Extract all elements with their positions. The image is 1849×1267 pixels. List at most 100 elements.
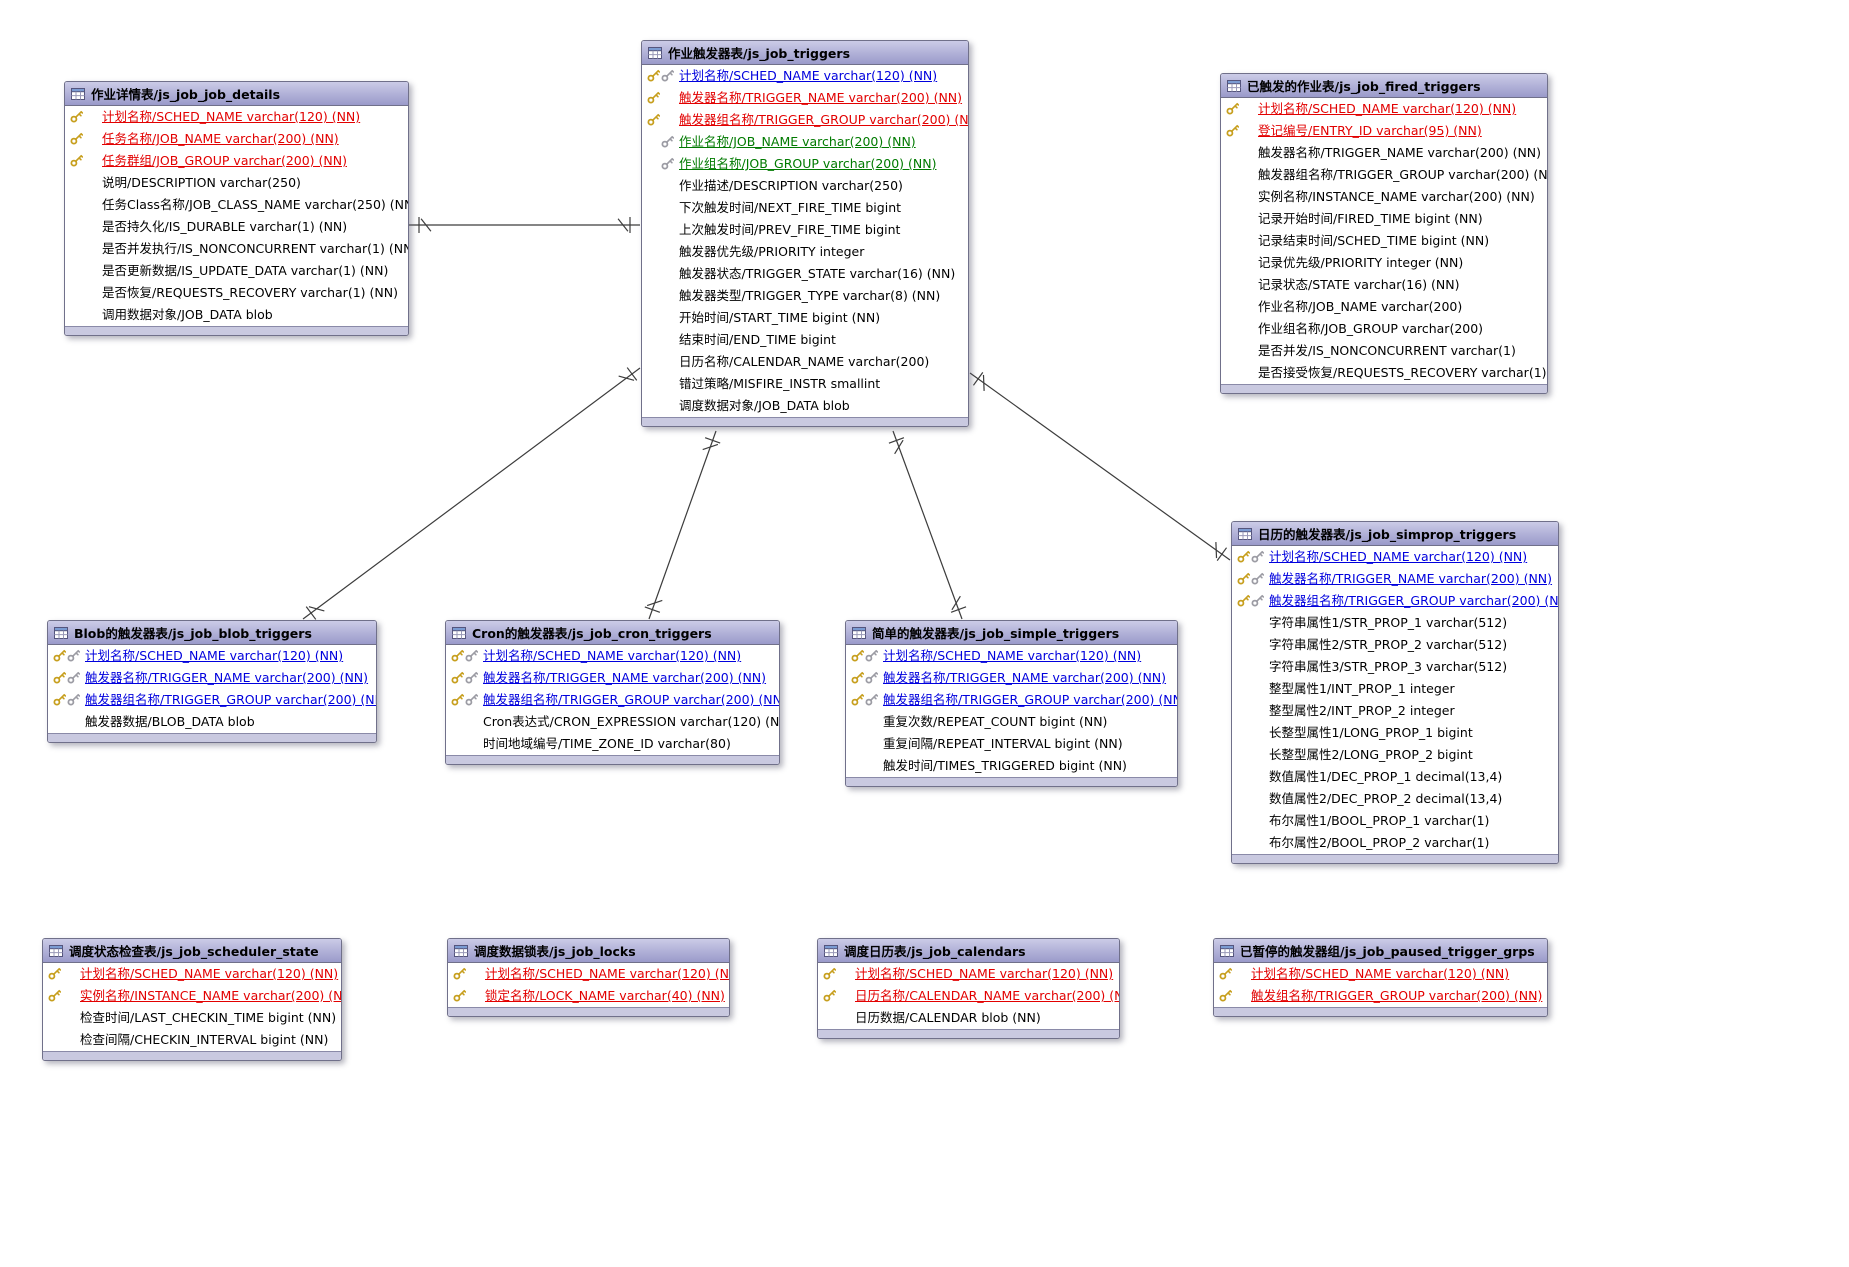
column-text: 整型属性1/INT_PROP_1 integer [1269,681,1455,696]
column-row: 计划名称/SCHED_NAME varchar(120) (NN) [642,65,968,87]
table-title: 已暂停的触发器组/js_job_paused_trigger_grps [1240,944,1535,959]
column-text: 作业组名称/JOB_GROUP varchar(200) [1258,321,1484,336]
column-text: 计划名称/SCHED_NAME varchar(120) (NN) [883,648,1142,663]
primary-key-icon [453,967,466,980]
column-text: 上次触发时间/PREV_FIRE_TIME bigint [679,222,901,237]
column-text: 是否并发执行/IS_NONCONCURRENT varchar(1) (NN) [102,241,408,256]
table-header[interactable]: 作业触发器表/js_job_triggers [642,41,968,65]
column-text: 触发器名称/TRIGGER_NAME varchar(200) (NN) [883,670,1167,685]
table-footer [448,1007,729,1016]
column-row: 数值属性2/DEC_PROP_2 decimal(13,4) [1232,788,1558,810]
column-row: 计划名称/SCHED_NAME varchar(120) (NN) [65,106,408,128]
table-title: 调度数据锁表/js_job_locks [474,944,636,959]
column-row: 计划名称/SCHED_NAME varchar(120) (NN) [48,645,376,667]
relationship-line-segment [308,606,325,612]
column-text: 整型属性2/INT_PROP_2 integer [1269,703,1455,718]
table-columns: 计划名称/SCHED_NAME varchar(120) (NN) 触发器名称/… [1232,546,1558,854]
primary-key-icon [823,989,836,1002]
column-row: 实例名称/INSTANCE_NAME varchar(200) (NN) [43,985,341,1007]
column-row: 任务Class名称/JOB_CLASS_NAME varchar(250) (N… [65,194,408,216]
entity-table-js_job_fired_triggers[interactable]: 已触发的作业表/js_job_fired_triggers 计划名称/SCHED… [1220,73,1548,394]
table-header[interactable]: Blob的触发器表/js_job_blob_triggers [48,621,376,645]
table-columns: 计划名称/SCHED_NAME varchar(120) (NN) 实例名称/I… [43,963,341,1051]
entity-table-js_job_locks[interactable]: 调度数据锁表/js_job_locks 计划名称/SCHED_NAME varc… [447,938,730,1017]
foreign-key-icon [67,649,80,662]
table-title: 已触发的作业表/js_job_fired_triggers [1247,79,1481,94]
column-text: 是否更新数据/IS_UPDATE_DATA varchar(1) (NN) [102,263,389,278]
column-row: 触发器名称/TRIGGER_NAME varchar(200) (NN) [642,87,968,109]
relationship-line-segment [888,437,905,444]
column-text: 任务Class名称/JOB_CLASS_NAME varchar(250) (N… [102,197,408,212]
table-header[interactable]: 已暂停的触发器组/js_job_paused_trigger_grps [1214,939,1547,963]
column-text: 计划名称/SCHED_NAME varchar(120) (NN) [483,648,742,663]
column-text: 日历名称/CALENDAR_NAME varchar(200) [679,354,930,369]
table-icon [1227,79,1241,92]
column-text: 日历数据/CALENDAR blob (NN) [855,1010,1041,1025]
table-header[interactable]: 已触发的作业表/js_job_fired_triggers [1221,74,1547,98]
relationship-line-segment [420,218,432,232]
column-text: 实例名称/INSTANCE_NAME varchar(200) (NN) [80,988,341,1003]
column-row: 记录优先级/PRIORITY integer (NN) [1221,252,1547,274]
column-text: 锁定名称/LOCK_NAME varchar(40) (NN) [485,988,725,1003]
column-text: 重复次数/REPEAT_COUNT bigint (NN) [883,714,1108,729]
column-text: Cron表达式/CRON_EXPRESSION varchar(120) (NN… [483,714,779,729]
column-row: 触发器组名称/TRIGGER_GROUP varchar(200) (NN) [1221,164,1547,186]
table-header[interactable]: 日历的触发器表/js_job_simprop_triggers [1232,522,1558,546]
relationship-line-segment [644,606,661,613]
column-row: 字符串属性2/STR_PROP_2 varchar(512) [1232,634,1558,656]
relationship-line-segment [950,606,967,613]
column-text: 数值属性2/DEC_PROP_2 decimal(13,4) [1269,791,1503,806]
column-row: 触发器名称/TRIGGER_NAME varchar(200) (NN) [1232,568,1558,590]
column-text: 计划名称/SCHED_NAME varchar(120) (NN) [1258,101,1517,116]
entity-table-js_job_simple_triggers[interactable]: 简单的触发器表/js_job_simple_triggers 计划名称/SCHE… [845,620,1178,787]
column-text: 记录开始时间/FIRED_TIME bigint (NN) [1258,211,1483,226]
entity-table-js_job_job_details[interactable]: 作业详情表/js_job_job_details 计划名称/SCHED_NAME… [64,81,409,336]
column-text: 触发器名称/TRIGGER_NAME varchar(200) (NN) [1258,145,1542,160]
table-icon [824,944,838,957]
entity-table-js_job_paused_trigger_grps[interactable]: 已暂停的触发器组/js_job_paused_trigger_grps 计划名称… [1213,938,1548,1017]
primary-key-icon [70,110,83,123]
column-text: 计划名称/SCHED_NAME varchar(120) (NN) [80,966,339,981]
entity-table-js_job_calendars[interactable]: 调度日历表/js_job_calendars 计划名称/SCHED_NAME v… [817,938,1120,1039]
entity-table-js_job_triggers[interactable]: 作业触发器表/js_job_triggers 计划名称/SCHED_NAME v… [641,40,969,427]
table-footer [818,1029,1119,1038]
table-header[interactable]: 作业详情表/js_job_job_details [65,82,408,106]
entity-table-js_job_blob_triggers[interactable]: Blob的触发器表/js_job_blob_triggers 计划名称/SCHE… [47,620,377,743]
table-footer [65,326,408,335]
table-header[interactable]: 调度数据锁表/js_job_locks [448,939,729,963]
entity-table-js_job_scheduler_state[interactable]: 调度状态检查表/js_job_scheduler_state 计划名称/SCHE… [42,938,342,1061]
relationship-line-segment [1216,547,1228,562]
column-row: 触发器组名称/TRIGGER_GROUP varchar(200) (NN) [1232,590,1558,612]
table-header[interactable]: Cron的触发器表/js_job_cron_triggers [446,621,779,645]
entity-table-js_job_cron_triggers[interactable]: Cron的触发器表/js_job_cron_triggers 计划名称/SCHE… [445,620,780,765]
relationship-line-segment [646,599,663,607]
column-text: 是否持久化/IS_DURABLE varchar(1) (NN) [102,219,348,234]
table-footer [43,1051,341,1060]
entity-table-js_job_simprop_triggers[interactable]: 日历的触发器表/js_job_simprop_triggers 计划名称/SCH… [1231,521,1559,864]
column-text: 长整型属性2/LONG_PROP_2 bigint [1269,747,1473,762]
column-row: 计划名称/SCHED_NAME varchar(120) (NN) [446,645,779,667]
column-text: 下次触发时间/NEXT_FIRE_TIME bigint [679,200,902,215]
primary-key-icon [1226,124,1239,137]
table-header[interactable]: 调度日历表/js_job_calendars [818,939,1119,963]
foreign-key-icon [1251,594,1264,607]
column-text: 数值属性1/DEC_PROP_1 decimal(13,4) [1269,769,1503,784]
column-text: 触发器名称/TRIGGER_NAME varchar(200) (NN) [679,90,963,105]
relationship-line-segment [648,430,717,620]
table-header[interactable]: 简单的触发器表/js_job_simple_triggers [846,621,1177,645]
column-text: 计划名称/SCHED_NAME varchar(120) (NN) [855,966,1114,981]
relationship-line-segment [892,430,963,620]
foreign-key-icon [865,649,878,662]
foreign-key-icon [465,693,478,706]
column-text: 任务名称/JOB_NAME varchar(200) (NN) [102,131,339,146]
table-footer [642,417,968,426]
column-text: 计划名称/SCHED_NAME varchar(120) (NN) [1269,549,1528,564]
column-row: 说明/DESCRIPTION varchar(250) [65,172,408,194]
table-header[interactable]: 调度状态检查表/js_job_scheduler_state [43,939,341,963]
primary-key-icon [53,671,66,684]
foreign-key-icon [465,671,478,684]
column-row: 检查间隔/CHECKIN_INTERVAL bigint (NN) [43,1029,341,1051]
primary-key-icon [453,989,466,1002]
column-text: 错过策略/MISFIRE_INSTR smallint [679,376,881,391]
